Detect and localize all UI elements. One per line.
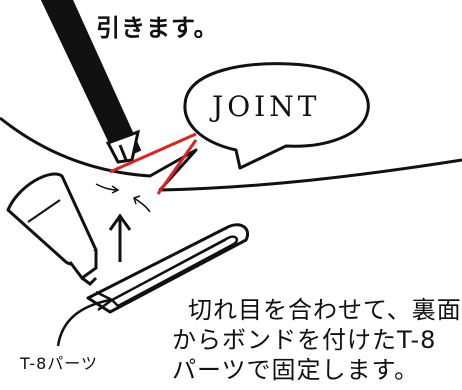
speech-bubble [183,62,370,170]
joint-label: JOINT [212,90,321,123]
material-curve [0,116,462,192]
instruction-line-2: からボンドを付けたT-8 [172,326,437,354]
up-arrow [108,213,132,262]
cut-lines [109,132,198,195]
instruction-line-1: 切れ目を合わせて、裏面 [188,296,462,324]
marker-pen [40,0,142,164]
t8-part [86,223,249,314]
instruction-top-text: 引きます。 [96,14,219,42]
glue-tube [6,172,98,286]
inward-arrows [95,183,151,213]
instruction-line-3: パーツで固定します。 [172,356,420,384]
part-pointer-arrow [56,290,115,347]
t8-part-label: T-8パーツ [20,354,98,373]
